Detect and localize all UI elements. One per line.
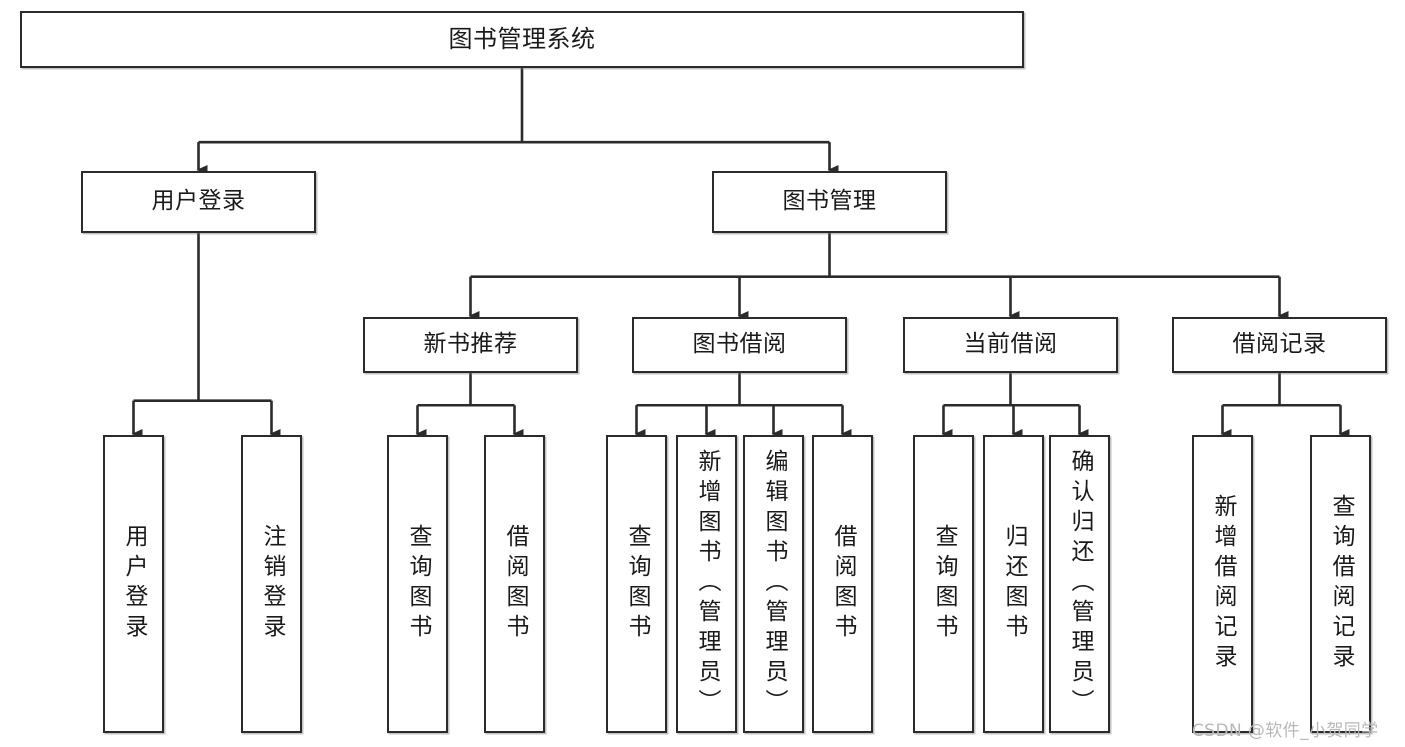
node-label: 图书管理系统 — [448, 25, 596, 54]
node-book-manage: 图书管理 — [712, 171, 947, 233]
node-label: 确认归还（管理员） — [1067, 449, 1093, 719]
node-leaf-add-record: 新增借阅记录 — [1192, 435, 1253, 733]
node-leaf-borrow-book-2: 借阅图书 — [812, 435, 873, 733]
node-book-borrow: 图书借阅 — [632, 317, 847, 373]
node-borrow-record: 借阅记录 — [1172, 317, 1387, 373]
node-root: 图书管理系统 — [20, 11, 1024, 68]
node-leaf-query-book-2: 查询图书 — [606, 435, 667, 733]
node-leaf-query-record: 查询借阅记录 — [1310, 435, 1371, 733]
node-label: 借阅记录 — [1232, 331, 1327, 358]
node-label: 图书借阅 — [692, 331, 787, 358]
node-label: 新书推荐 — [423, 331, 518, 358]
node-leaf-add-book: 新增图书（管理员） — [676, 435, 737, 733]
node-leaf-query-book-1: 查询图书 — [387, 435, 448, 733]
node-user-login: 用户登录 — [81, 171, 316, 233]
node-label: 借阅图书 — [502, 524, 528, 644]
node-label: 图书管理 — [782, 188, 877, 215]
node-label: 查询图书 — [624, 524, 650, 644]
node-leaf-edit-book: 编辑图书（管理员） — [743, 435, 804, 733]
node-current-borrow: 当前借阅 — [903, 317, 1118, 373]
node-leaf-user-login: 用户登录 — [103, 435, 164, 733]
node-label: 新增图书（管理员） — [694, 449, 720, 719]
node-leaf-query-book-3: 查询图书 — [913, 435, 974, 733]
node-label: 查询图书 — [405, 524, 431, 644]
node-label: 查询借阅记录 — [1328, 494, 1354, 674]
node-label: 借阅图书 — [830, 524, 856, 644]
node-leaf-confirm-return: 确认归还（管理员） — [1049, 435, 1110, 733]
node-leaf-borrow-book-1: 借阅图书 — [484, 435, 545, 733]
csdn-watermark: CSDN @软件_小贺同学 — [1192, 721, 1379, 741]
node-label: 当前借阅 — [963, 331, 1058, 358]
node-label: 用户登录 — [151, 188, 246, 215]
node-new-book-rec: 新书推荐 — [363, 317, 578, 373]
node-label: 编辑图书（管理员） — [761, 449, 787, 719]
node-label: 注销登录 — [259, 524, 285, 644]
node-label: 查询图书 — [931, 524, 957, 644]
node-label: 归还图书 — [1001, 524, 1027, 644]
node-leaf-return-book: 归还图书 — [983, 435, 1044, 733]
node-label: 用户登录 — [121, 524, 147, 644]
node-label: 新增借阅记录 — [1210, 494, 1236, 674]
node-leaf-user-logout: 注销登录 — [241, 435, 302, 733]
